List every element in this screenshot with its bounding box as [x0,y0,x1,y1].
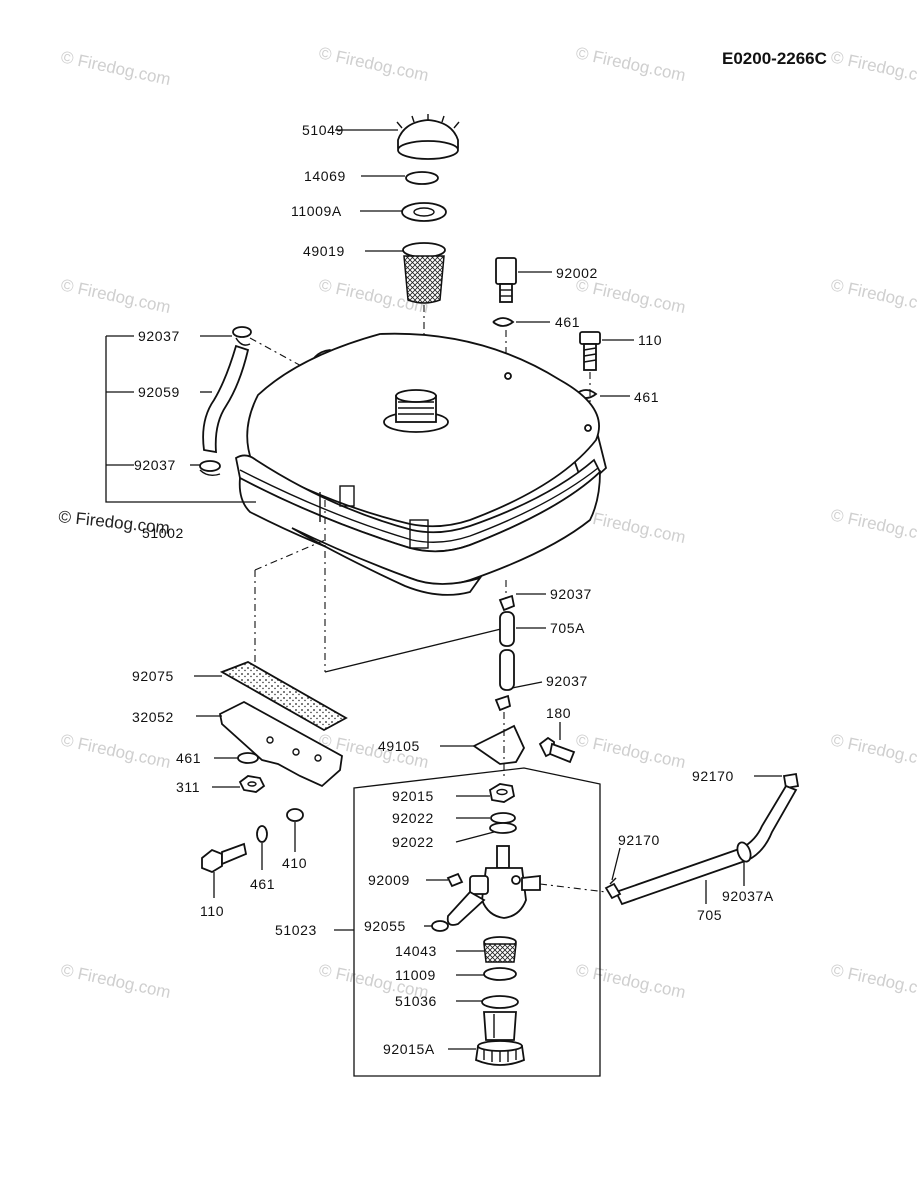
nut-bracket [238,775,266,793]
part-label-cock-bracket: 49105 [378,738,420,754]
part-label-pad: 92075 [132,668,174,684]
washer-bracket [237,752,259,764]
watermark: © Firedog.com [829,505,917,547]
part-label-fitting-top: 92002 [556,265,598,281]
tank-bracket [218,700,343,788]
watermark: © Firedog.com [59,960,172,1002]
washer-cock-1 [490,812,516,824]
part-label-fuel-cup: 51036 [395,993,437,1009]
part-label-nut-bracket: 311 [176,779,200,795]
part-label-clamp-d: 92037 [546,673,588,689]
cock-bracket [472,724,526,765]
bolt-bottom [201,842,248,874]
oring-cock [431,920,449,932]
part-label-bolt-top: 110 [638,332,662,348]
part-label-clamp-b: 92037 [134,457,176,473]
strainer [483,936,517,963]
watermark: © Firedog.com [317,43,430,85]
part-label-clamp-c: 92037 [550,586,592,602]
part-label-bolt-bottom: 110 [200,903,224,919]
part-label-pipe-end-clip: 92170 [692,768,734,784]
part-label-washer-right: 461 [634,389,659,405]
part-label-fuel-tank: 51002 [142,525,184,541]
watermark: © Firedog.com [829,960,917,1002]
fuel-tank [234,332,608,596]
cap-seal [401,202,447,222]
part-label-pipe: 705 [697,907,722,923]
part-label-strainer: 14043 [395,943,437,959]
clamp-c [498,594,516,612]
watermark: © Firedog.com [829,47,917,89]
fuel-hose [499,611,515,691]
watermark: © Firedog.com [59,730,172,772]
washer-bottom [256,825,268,843]
fitting-top [495,257,517,303]
cup-nut [475,1040,525,1066]
part-label-breather-hose: 92059 [138,384,180,400]
part-label-bracket: 32052 [132,709,174,725]
screw-cock [446,872,464,888]
part-label-bolt-180: 180 [546,705,571,721]
clamp-b [199,460,221,477]
pipe-clip [604,877,622,900]
part-label-gasket-cock: 11009 [395,967,436,983]
filter-screen [402,242,446,304]
part-label-fuel-cock-assy: 51023 [275,922,317,938]
part-label-washer-cock-2: 92022 [392,834,434,850]
cap-gasket [405,171,439,185]
fuel-cock-body [446,845,541,926]
washer-top [492,317,515,327]
part-label-cap-seal: 11009A [291,203,342,219]
watermark: © Firedog.com [59,275,172,317]
part-label-washer-bottom: 461 [250,876,275,892]
fuel-pipe [614,784,798,906]
watermark: © Firedog.com [574,960,687,1002]
clamp-d [494,694,512,712]
part-label-screw-cock: 92009 [368,872,410,888]
fuel-cup [481,995,519,1041]
diagram-code: E0200-2266C [722,49,827,68]
fuel-cap [396,114,460,160]
washer-410 [286,808,304,822]
pipe-end-clip [782,772,800,790]
part-label-pipe-clip: 92170 [618,832,660,848]
pipe-clamp [736,841,752,863]
watermark: © Firedog.com [59,47,172,89]
part-label-filter-screen: 49019 [303,243,345,259]
breather-hose [202,344,250,454]
fuel-cock-box [353,767,601,1077]
part-label-cap: 51049 [302,122,344,138]
watermark: © Firedog.com [829,275,917,317]
watermark: © Firedog.com [574,730,687,772]
part-label-washer-410: 410 [282,855,307,871]
part-label-clamp-a: 92037 [138,328,180,344]
part-label-cup-nut: 92015A [383,1041,435,1057]
part-label-oring-cock: 92055 [364,918,406,934]
part-label-washer-bracket: 461 [176,750,201,766]
part-label-cap-gasket: 14069 [304,168,346,184]
part-label-washer-cock-1: 92022 [392,810,434,826]
part-label-nut-cock: 92015 [392,788,434,804]
gasket-cock [483,967,517,981]
part-label-washer-top: 461 [555,314,580,330]
watermark: © Firedog.com [574,43,687,85]
nut-cock [488,783,516,803]
pad [219,661,348,732]
clamp-a [232,326,252,346]
watermark: © Firedog.com [574,275,687,317]
part-label-fuel-hose: 705A [550,620,585,636]
watermark: © Firedog.com [829,730,917,772]
part-label-pipe-clamp: 92037A [722,888,774,904]
bolt-180 [538,736,576,764]
bolt-top [579,331,601,371]
washer-cock-2 [489,822,517,834]
